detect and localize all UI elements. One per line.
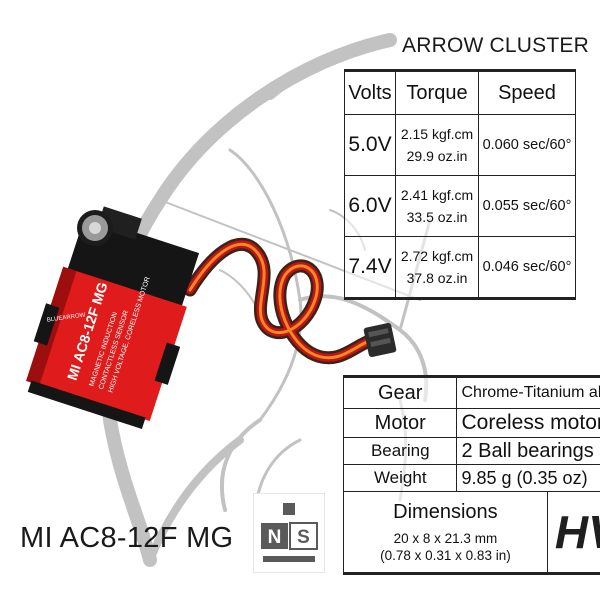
torque-metric: 2.41 kgf.cm (400, 187, 474, 203)
torque-metric: 2.72 kgf.cm (400, 248, 474, 264)
gear-label: Gear (342, 376, 458, 409)
torque-imperial: 29.9 oz.in (406, 148, 468, 164)
performance-row: 5.0V 2.15 kgf.cm 29.9 oz.in 0.060 sec/60… (344, 114, 576, 176)
motor-label: Motor (342, 408, 458, 438)
speed-value: 0.046 sec/60° (478, 236, 576, 299)
feature-row-dimensions: Dimensions 20 x 8 x 21.3 mm (0.78 x 0.31… (343, 491, 600, 574)
header-torque: Torque (395, 70, 479, 115)
speed-value: 0.055 sec/60° (478, 175, 576, 237)
volts-value: 7.4V (344, 236, 396, 299)
servo-maker-logo: BLUEARROW (47, 312, 86, 323)
ns-logo: N S (253, 493, 325, 573)
features-table: Gear Chrome-Titanium alloy Motor Coreles… (342, 375, 600, 575)
performance-row: 7.4V 2.72 kgf.cm 37.8 oz.in 0.046 sec/60… (344, 236, 576, 299)
servo-output-gear (77, 210, 113, 246)
feature-row-weight: Weight 9.85 g (0.35 oz) (342, 464, 600, 492)
volts-value: 5.0V (344, 114, 396, 176)
weight-value: 9.85 g (0.35 oz) (456, 464, 600, 492)
dimensions-label: Dimensions (393, 500, 498, 523)
motor-value: Coreless motor (456, 408, 600, 438)
bearing-label: Bearing (342, 437, 458, 465)
header-speed: Speed (478, 70, 576, 115)
dimensions-imperial: (0.78 x 0.31 x 0.83 in) (380, 547, 511, 563)
torque-value: 2.41 kgf.cm 33.5 oz.in (395, 175, 479, 237)
feature-row-motor: Motor Coreless motor (342, 408, 600, 438)
hv-badge: HV (546, 491, 600, 574)
servo-body (26, 206, 200, 430)
brand-header: ARROW CLUSTER (402, 34, 589, 57)
svg-text:S: S (297, 527, 310, 548)
torque-imperial: 37.8 oz.in (406, 270, 468, 286)
dimensions-cell: Dimensions 20 x 8 x 21.3 mm (0.78 x 0.31… (343, 491, 548, 574)
performance-table: Volts Torque Speed 5.0V 2.15 kgf.cm 29.9… (344, 69, 576, 300)
torque-value: 2.72 kgf.cm 37.8 oz.in (395, 236, 479, 299)
header-volts: Volts (344, 70, 396, 115)
servo-wire (183, 237, 379, 365)
torque-imperial: 33.5 oz.in (406, 209, 468, 225)
weight-label: Weight (342, 464, 458, 492)
svg-text:N: N (268, 527, 282, 548)
gear-value: Chrome-Titanium alloy (456, 376, 600, 409)
dimensions-metric: 20 x 8 x 21.3 mm (393, 530, 498, 546)
volts-value: 6.0V (344, 175, 396, 237)
servo-connector (363, 322, 397, 358)
model-name: MI AC8-12F MG (20, 522, 234, 554)
torque-metric: 2.15 kgf.cm (400, 126, 474, 142)
torque-value: 2.15 kgf.cm 29.9 oz.in (395, 114, 479, 176)
bearing-value: 2 Ball bearings (456, 437, 600, 465)
performance-row: 6.0V 2.41 kgf.cm 33.5 oz.in 0.055 sec/60… (344, 175, 576, 237)
performance-header-row: Volts Torque Speed (344, 70, 576, 115)
feature-row-bearing: Bearing 2 Ball bearings (342, 437, 600, 465)
speed-value: 0.060 sec/60° (478, 114, 576, 176)
feature-row-gear: Gear Chrome-Titanium alloy (342, 376, 600, 409)
